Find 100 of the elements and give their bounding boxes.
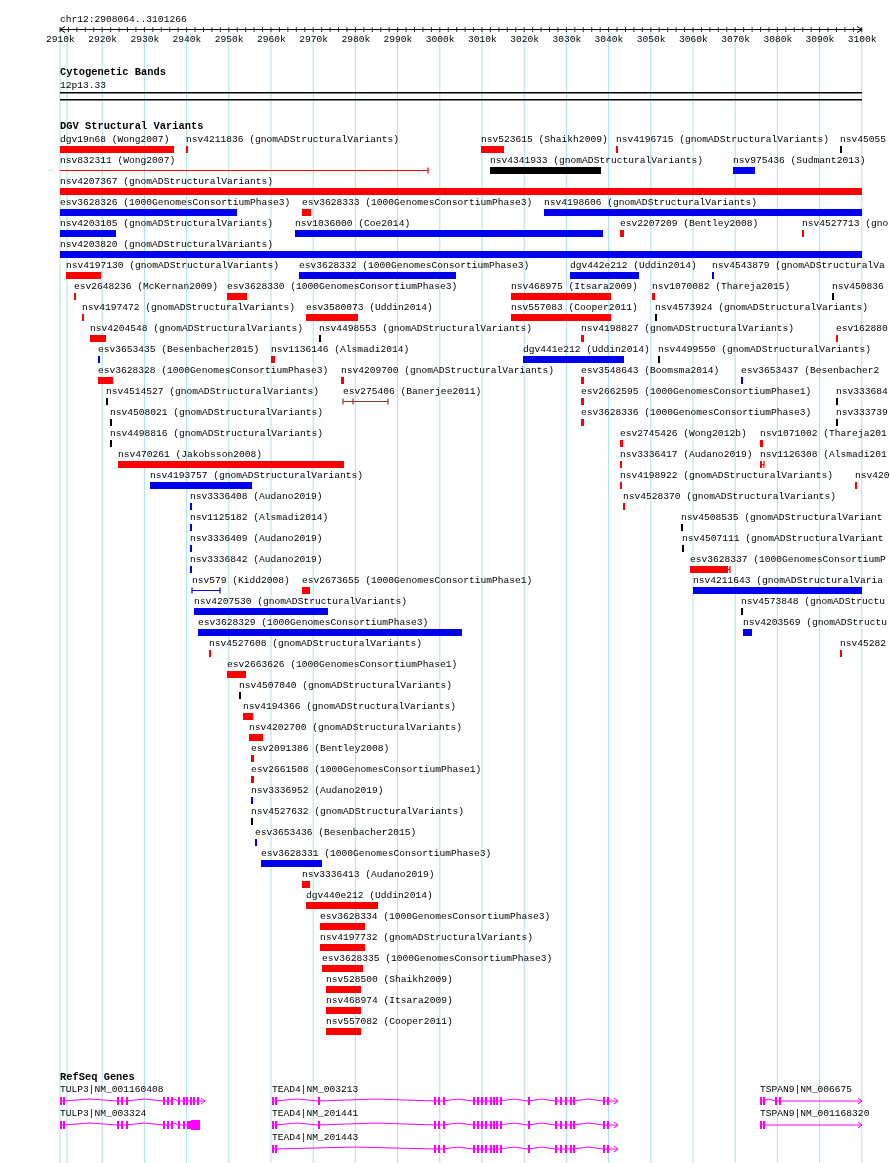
variant-label: esv2091386 (Bentley2008) xyxy=(251,743,390,754)
variant-label: nsv4527632 (gnomADStructuralVariants) xyxy=(251,806,465,817)
variant-label: nsv1071002 (Thareja201 xyxy=(760,428,887,439)
variant-label: nsv1036000 (Coe2014) xyxy=(295,218,411,229)
variant-label: nsv4573848 (gnomADStructu xyxy=(741,596,885,607)
tick-label: 2910k xyxy=(46,34,75,45)
tick-label: 3010k xyxy=(468,34,497,45)
variant-label: nsv4499550 (gnomADStructuralVariants) xyxy=(658,344,872,355)
tick-label: 3000k xyxy=(425,34,455,45)
variant-label: nsv420 xyxy=(855,470,890,481)
variant-label: nsv528500 (Shaikh2009) xyxy=(326,974,453,985)
variant-label: esv2661508 (1000GenomesConsortiumPhase1) xyxy=(251,764,482,775)
variant-label: nsv3336409 (Audano2019) xyxy=(190,533,323,544)
tick-label: 3020k xyxy=(510,34,539,45)
variant-label: nsv4197472 (gnomADStructuralVariants) xyxy=(82,302,296,313)
variant-label: nsv4198922 (gnomADStructuralVariants) xyxy=(620,470,834,481)
variant-label: nsv45282 xyxy=(840,638,887,649)
variant-label: esv3628331 (1000GenomesConsortiumPhase3) xyxy=(261,848,492,859)
variant-label: esv2673655 (1000GenomesConsortiumPhase1) xyxy=(302,575,533,586)
variant-label: nsv4197732 (gnomADStructuralVariants) xyxy=(320,932,534,943)
tick-label: 3090k xyxy=(805,34,835,45)
tick-label: 2950k xyxy=(214,34,244,45)
variant-label: esv162880 xyxy=(836,323,888,334)
variant-label: nsv4207367 (gnomADStructuralVariants) xyxy=(60,176,274,187)
variant-label: nsv3336952 (Audano2019) xyxy=(251,785,384,796)
variant-label: nsv1125182 (Alsmadi2014) xyxy=(190,512,329,523)
variant-label: nsv3336413 (Audano2019) xyxy=(302,869,435,880)
gene-label: TEAD4|NM_201443 xyxy=(272,1132,359,1143)
tick-label: 2920k xyxy=(88,34,117,45)
variant-label: dgv440e212 (Uddin2014) xyxy=(306,890,433,901)
tick-label: 3050k xyxy=(636,34,666,45)
variant-label: esv3580073 (Uddin2014) xyxy=(306,302,433,313)
tick-label: 2970k xyxy=(299,34,328,45)
coordinate-label: chr12:2908064..3101266 xyxy=(60,14,187,25)
variant-label: dgv441e212 (Uddin2014) xyxy=(523,344,650,355)
variant-label: nsv579 (Kidd2008) xyxy=(192,575,290,586)
variant-label: esv3653437 (Besenbacher2 xyxy=(741,365,880,376)
variant-label: esv3628326 (1000GenomesConsortiumPhase3) xyxy=(60,197,291,208)
variant-label: nsv468974 (Itsara2009) xyxy=(326,995,453,1006)
variant-label: nsv832311 (Wong2007) xyxy=(60,155,176,166)
tick-label: 3040k xyxy=(594,34,624,45)
variant-label: nsv4507111 (gnomADStructuralVariant xyxy=(682,533,884,544)
variant-label: nsv4204548 (gnomADStructuralVariants) xyxy=(90,323,304,334)
tick-label: 2990k xyxy=(383,34,413,45)
variant-label: esv3628337 (1000GenomesConsortiumP xyxy=(690,554,886,565)
variant-label: nsv45055 xyxy=(840,134,887,145)
track-title: Cytogenetic Bands xyxy=(60,67,166,78)
variant-label: nsv4507040 (gnomADStructuralVariants) xyxy=(239,680,453,691)
gene-label: TEAD4|NM_201441 xyxy=(272,1108,359,1119)
variant-label: nsv470261 (Jakobsson2008) xyxy=(118,449,262,460)
gene-label: TEAD4|NM_003213 xyxy=(272,1084,359,1095)
variant-label: nsv4527608 (gnomADStructuralVariants) xyxy=(209,638,423,649)
variant-label: nsv1070082 (Thareja2015) xyxy=(652,281,791,292)
variant-label: nsv4198606 (gnomADStructuralVariants) xyxy=(544,197,758,208)
variant-label: nsv557083 (Cooper2011) xyxy=(511,302,638,313)
gene-label: TULP3|NM_001160408 xyxy=(60,1084,164,1095)
variant-label: esv3628332 (1000GenomesConsortiumPhase3) xyxy=(299,260,530,271)
variant-label: nsv3336408 (Audano2019) xyxy=(190,491,323,502)
variant-label: esv3653435 (Besenbacher2015) xyxy=(98,344,260,355)
tick-label: 3070k xyxy=(721,34,750,45)
variant-label: esv3628333 (1000GenomesConsortiumPhase3) xyxy=(302,197,533,208)
variant-label: nsv333739 xyxy=(836,407,888,418)
variant-label: nsv3336417 (Audano2019) xyxy=(620,449,753,460)
track-title: RefSeq Genes xyxy=(60,1072,135,1083)
variant-label: esv2662595 (1000GenomesConsortiumPhase1) xyxy=(581,386,812,397)
tick-label: 3030k xyxy=(552,34,582,45)
variant-label: esv3628335 (1000GenomesConsortiumPhase3) xyxy=(322,953,553,964)
variant-label: nsv4197130 (gnomADStructuralVariants) xyxy=(66,260,280,271)
tick-label: 2940k xyxy=(172,34,202,45)
variant-label: nsv4211836 (gnomADStructuralVariants) xyxy=(186,134,400,145)
variant-label: nsv1136146 (Alsmadi2014) xyxy=(271,344,410,355)
variant-label: nsv333684 xyxy=(836,386,888,397)
tick-label: 2930k xyxy=(130,34,160,45)
variant-label: nsv4498553 (gnomADStructuralVariants) xyxy=(319,323,533,334)
variant-label: nsv4194366 (gnomADStructuralVariants) xyxy=(243,701,457,712)
variant-label: esv2207209 (Bentley2008) xyxy=(620,218,759,229)
variant-label: dgv19n68 (Wong2007) xyxy=(60,134,170,145)
variant-label: nsv4514527 (gnomADStructuralVariants) xyxy=(106,386,320,397)
tick-label: 2980k xyxy=(341,34,371,45)
variant-label: esv275406 (Banerjee2011) xyxy=(343,386,482,397)
variant-label: nsv4203820 (gnomADStructuralVariants) xyxy=(60,239,274,250)
variant-label: nsv4202700 (gnomADStructuralVariants) xyxy=(249,722,463,733)
variant-label: nsv4193757 (gnomADStructuralVariants) xyxy=(150,470,364,481)
variant-label: nsv4211643 (gnomADStructuralVaria xyxy=(693,575,883,586)
variant-label: nsv4527713 (gno xyxy=(802,218,889,229)
variant-label: nsv975436 (Sudmant2013) xyxy=(733,155,866,166)
tick-label: 2960k xyxy=(257,34,286,45)
gene-label: TULP3|NM_003324 xyxy=(60,1108,147,1119)
variant-label: esv3628336 (1000GenomesConsortiumPhase3) xyxy=(581,407,812,418)
variant-label: nsv1126308 (Alsmadi201 xyxy=(760,449,887,460)
tick-label: 3060k xyxy=(679,34,708,45)
variant-label: nsv4528370 (gnomADStructuralVariants) xyxy=(623,491,837,502)
variant-label: nsv3336842 (Audano2019) xyxy=(190,554,323,565)
variant-label: esv2663626 (1000GenomesConsortiumPhase1) xyxy=(227,659,458,670)
variant-label: nsv4198827 (gnomADStructuralVariants) xyxy=(581,323,795,334)
variant-label: esv3628330 (1000GenomesConsortiumPhase3) xyxy=(227,281,458,292)
gene-label: TSPAN9|NM_006675 xyxy=(760,1084,853,1095)
variant-label: nsv4498816 (gnomADStructuralVariants) xyxy=(110,428,324,439)
tick-label: 3080k xyxy=(763,34,793,45)
variant-label: nsv523615 (Shaikh2009) xyxy=(481,134,608,145)
